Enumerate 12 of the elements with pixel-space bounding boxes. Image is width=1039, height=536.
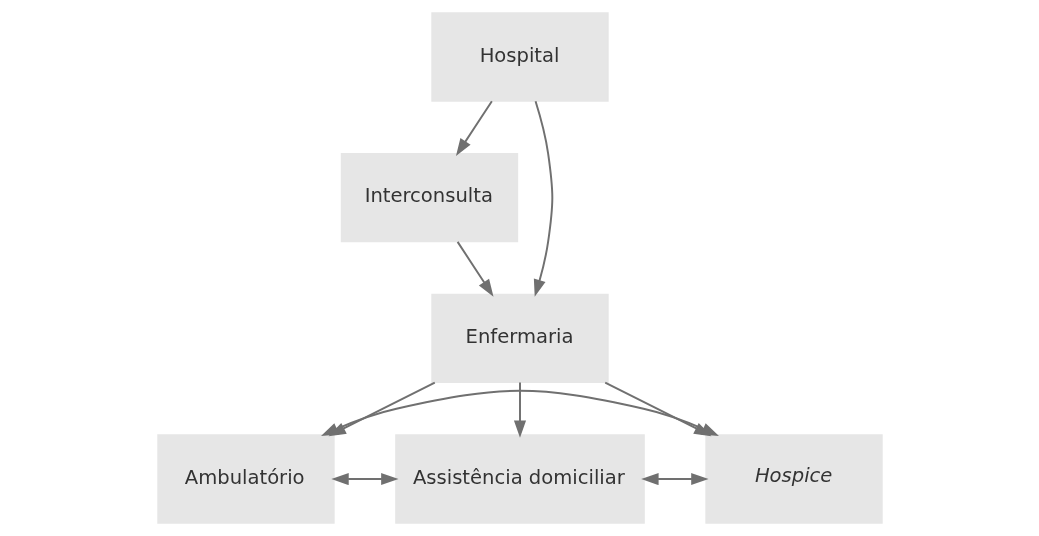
arrow <box>330 472 399 486</box>
arrow <box>455 100 493 156</box>
arrow <box>513 381 526 438</box>
node-box: Ambulatório <box>156 434 335 524</box>
node-box: Enfermaria <box>430 293 609 383</box>
arrow <box>533 100 553 297</box>
arrow <box>640 472 709 486</box>
arrow <box>456 240 493 297</box>
node-box: Hospice <box>704 434 883 524</box>
node-box: Hospital <box>430 12 609 102</box>
node-box: Interconsulta <box>340 153 518 243</box>
node-box: Assistência domiciliar <box>394 434 645 524</box>
